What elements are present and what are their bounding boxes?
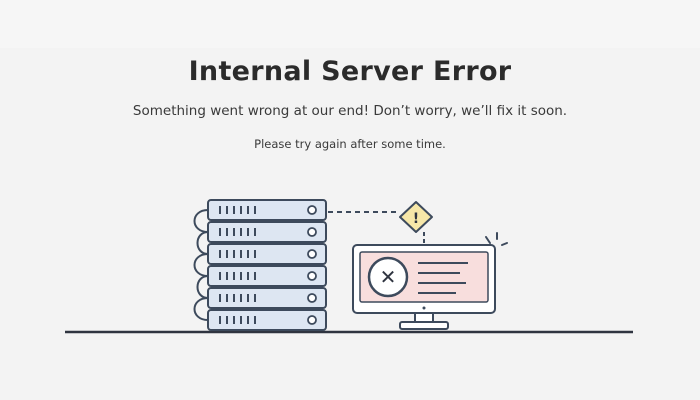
retry-hint: Please try again after some time. xyxy=(254,137,446,151)
server-cable xyxy=(193,297,209,321)
top-band xyxy=(0,0,700,48)
error-circle-icon xyxy=(367,256,409,298)
server-unit xyxy=(207,287,327,309)
server-cable xyxy=(193,209,209,233)
error-message: Something went wrong at our end! Don’t w… xyxy=(132,103,568,119)
warning-icon: ! xyxy=(399,201,433,233)
page-title: Internal Server Error xyxy=(188,56,512,87)
warning-symbol: ! xyxy=(413,211,419,227)
server-unit xyxy=(207,221,327,243)
server-cable xyxy=(196,231,209,255)
server-unit xyxy=(207,243,327,265)
server-cable xyxy=(193,253,209,277)
server-unit xyxy=(207,265,327,287)
server-cable xyxy=(196,275,209,299)
error-symbol: ✕ xyxy=(380,265,397,289)
server-rack-icon xyxy=(193,199,327,331)
server-unit xyxy=(207,199,327,221)
server-unit xyxy=(207,309,327,331)
monitor-error-icon: ✕ xyxy=(352,232,508,330)
